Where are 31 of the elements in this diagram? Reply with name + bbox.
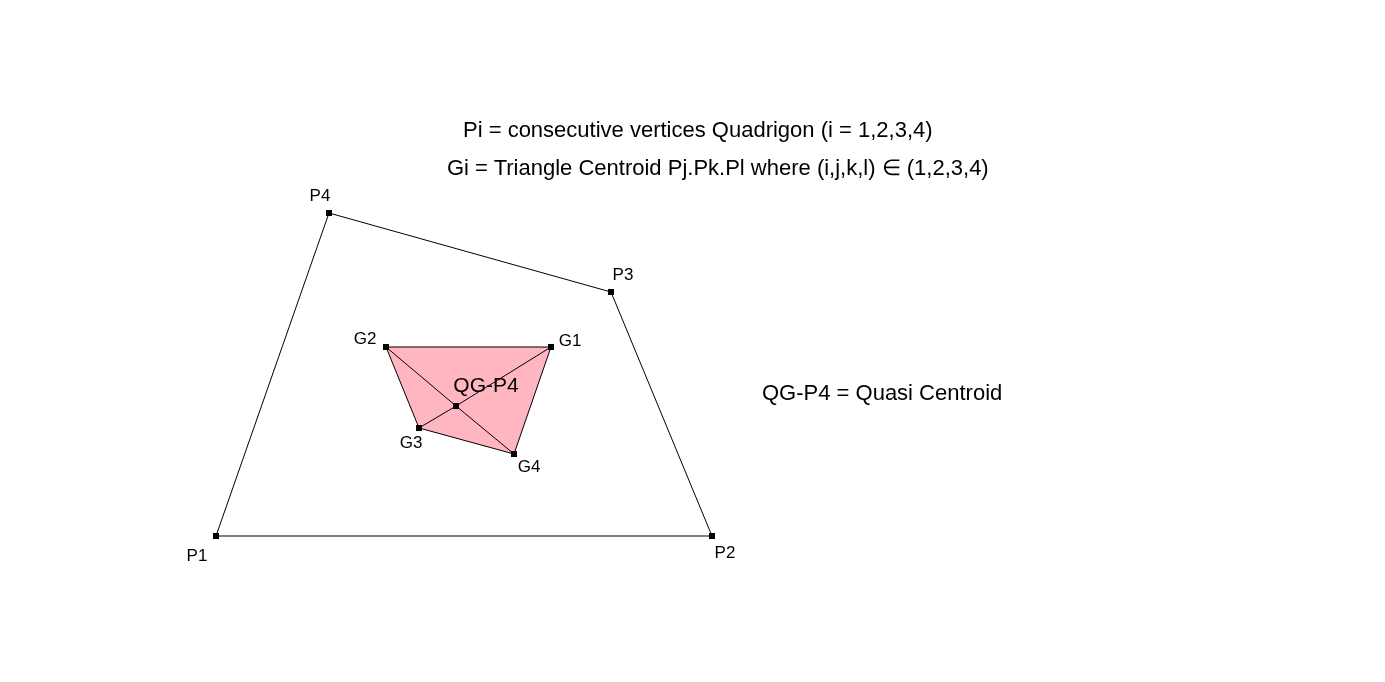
line-segment <box>388 348 454 405</box>
point-label: P3 <box>612 265 634 285</box>
point-label: G1 <box>558 331 582 351</box>
point-marker <box>213 533 219 539</box>
point-marker <box>453 403 459 409</box>
line-segment <box>218 535 710 537</box>
point-marker <box>709 533 715 539</box>
point-marker <box>326 210 332 216</box>
definition-text: Gi = Triangle Centroid Pj.Pk.Pl where (i,j,k,l) ∈ (1,2,3,4) <box>447 155 989 181</box>
point-marker <box>416 425 422 431</box>
line-segment <box>386 349 419 426</box>
definition-text: Pi = consecutive vertices Quadrigon (i = 1,2,3,4) <box>463 117 933 143</box>
line-segment <box>421 407 454 427</box>
line-segment <box>514 349 551 452</box>
point-label: P1 <box>186 546 208 566</box>
line-segment <box>611 294 712 534</box>
point-marker <box>608 289 614 295</box>
point-label: G4 <box>517 457 541 477</box>
point-label: G3 <box>399 433 423 453</box>
point-label: P2 <box>714 543 736 563</box>
point-marker <box>548 344 554 350</box>
line-segment <box>421 428 512 454</box>
line-segment <box>331 213 609 292</box>
point-label: P4 <box>309 186 331 206</box>
line-segment <box>458 407 512 453</box>
point-marker <box>511 451 517 457</box>
point-label: G2 <box>353 329 377 349</box>
line-segment <box>388 346 549 348</box>
line-segment <box>216 215 329 534</box>
definition-text: QG-P4 = Quasi Centroid <box>762 380 1003 406</box>
point-marker <box>383 344 389 350</box>
